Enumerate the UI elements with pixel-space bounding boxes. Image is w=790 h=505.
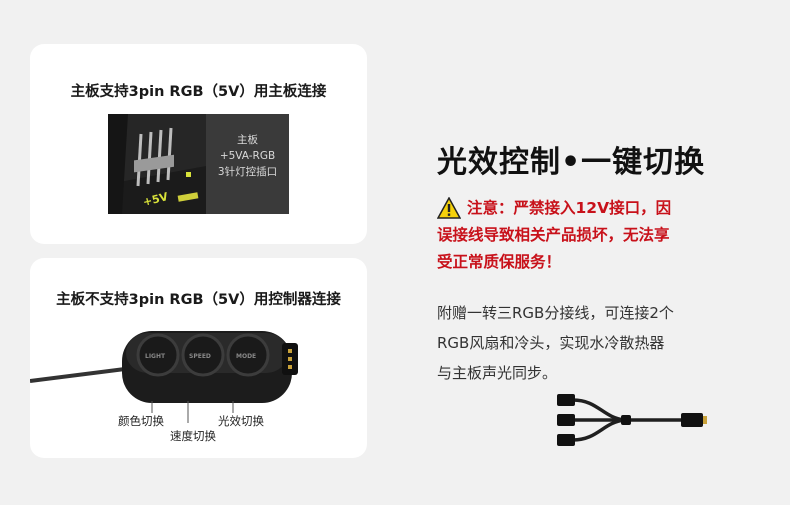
controller-connection-card: 主板不支持3pin RGB（5V）用控制器连接 LIGHT SPEED MODE…: [30, 258, 367, 458]
motherboard-pins-illustration: +5V: [108, 114, 206, 214]
controller-button-text: MODE: [236, 353, 256, 360]
color-switch-label: 颜色切换: [118, 414, 164, 428]
description: 附赠一转三RGB分接线，可连接2个 RGB风扇和冷头，实现水冷散热器 与主板声光…: [437, 298, 737, 388]
board-marking: +5V: [142, 190, 170, 209]
controller-button-text: SPEED: [189, 353, 211, 360]
headline: 光效控制•一键切换: [437, 145, 706, 180]
description-line: RGB风扇和冷头，实现水冷散热器: [437, 334, 665, 352]
warning-block: 注意：严禁接入12V接口，因 误接线导致相关产品损坏，无法享 受正常质保服务！: [437, 195, 747, 276]
motherboard-connection-title: 主板支持3pin RGB（5V）用主板连接: [70, 84, 327, 100]
motherboard-connection-card: 主板支持3pin RGB（5V）用主板连接 +5V 主板 +5VA-RGB 3针…: [30, 44, 367, 244]
warning-triangle-icon: [437, 197, 461, 219]
header-label-panel: 主板 +5VA-RGB 3针灯控插口: [206, 114, 289, 214]
description-line: 附赠一转三RGB分接线，可连接2个: [437, 304, 674, 322]
warning-line: 注意：严禁接入12V接口，因: [467, 199, 672, 217]
controller-button-text: LIGHT: [145, 353, 166, 360]
motherboard-header-photo: +5V 主板 +5VA-RGB 3针灯控插口: [108, 114, 289, 214]
effect-switch-label: 光效切换: [218, 414, 264, 428]
description-line: 与主板声光同步。: [437, 364, 558, 382]
header-label-line: 3针灯控插口: [217, 166, 278, 178]
rgb-splitter-cable-illustration: [557, 394, 707, 446]
header-label-line: 主板: [237, 134, 258, 146]
controller-connection-title: 主板不支持3pin RGB（5V）用控制器连接: [56, 292, 341, 308]
warning-line: 误接线导致相关产品损坏，无法享: [437, 226, 670, 244]
speed-switch-label: 速度切换: [170, 429, 216, 443]
rgb-controller-illustration: LIGHT SPEED MODE: [30, 331, 298, 423]
warning-line: 受正常质保服务！: [437, 253, 562, 271]
header-label-line: +5VA-RGB: [219, 150, 276, 162]
